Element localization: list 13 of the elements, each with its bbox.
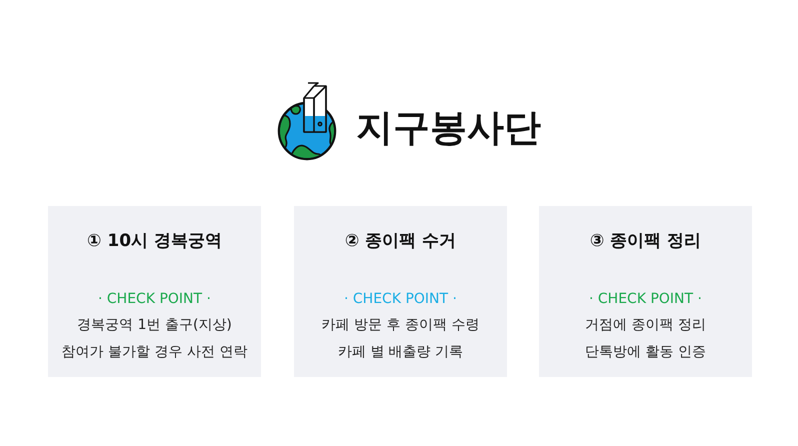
instruction-text: 카페 별 배출량 기록 bbox=[338, 343, 464, 362]
instruction-text: 단톡방에 활동 인증 bbox=[585, 343, 706, 362]
instruction-text: 경복궁역 1번 출구(지상) bbox=[77, 316, 232, 335]
instruction-text: 참여가 불가할 경우 사전 연락 bbox=[62, 343, 248, 362]
instruction-text: 거점에 종이팩 정리 bbox=[585, 316, 706, 335]
check-point-label: · CHECK POINT · bbox=[344, 290, 457, 309]
step-heading: ③ 종이팩 정리 bbox=[590, 230, 702, 252]
check-point-label: · CHECK POINT · bbox=[589, 290, 702, 309]
step-heading: ② 종이팩 수거 bbox=[344, 230, 456, 252]
title: 지구봉사단 bbox=[356, 105, 541, 151]
check-point-label: · CHECK POINT · bbox=[98, 290, 211, 309]
instruction-text: 카페 방문 후 종이팩 수령 bbox=[322, 316, 480, 335]
step-heading: ① 10시 경복궁역 bbox=[87, 230, 222, 252]
